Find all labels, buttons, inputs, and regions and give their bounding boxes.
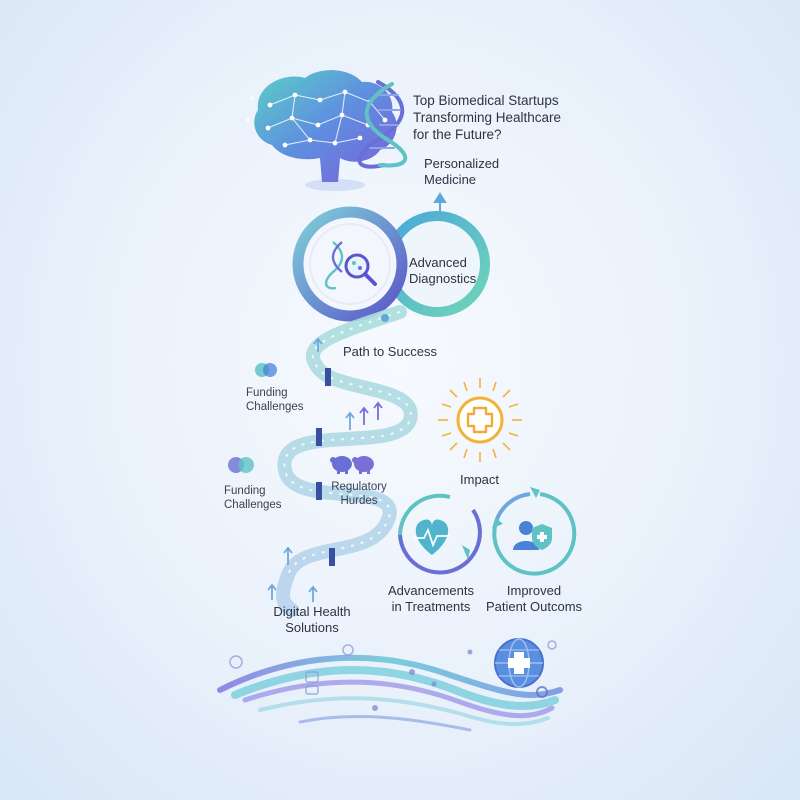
piggy-bank-icon	[352, 456, 374, 474]
heart-pulse-icon	[398, 493, 482, 575]
label-improved-patient-outcomes: Improved Patient Outcoms	[485, 583, 583, 614]
label-advancements-in-treatments: Advancements in Treatments	[388, 583, 474, 614]
label-digital-health: Digital Health Solutions	[273, 604, 351, 635]
venn-circles-icon	[255, 363, 277, 377]
venn-circles-icon	[228, 457, 254, 473]
label-regulatory-hurdes: Regulatory Hurdes	[331, 481, 387, 507]
milestone-markers	[316, 368, 335, 566]
label-personalized-medicine: Personalized Medicine	[424, 156, 500, 187]
patient-shield-icon	[492, 487, 577, 576]
label-funding-challenges-1: Funding Challenges	[246, 387, 304, 413]
label-advanced-diagnostics: Advanced Diagnostics	[409, 255, 477, 286]
arrow-up-icon	[267, 337, 383, 602]
label-path-to-success: Path to Success	[343, 344, 437, 359]
piggy-bank-icon	[330, 456, 352, 474]
label-funding-challenges-2: Funding Challenges	[224, 485, 282, 511]
globe-medical-icon	[494, 638, 544, 688]
data-waves	[217, 654, 563, 732]
magnifier-dna-icon	[325, 241, 377, 290]
tech-dots	[229, 640, 557, 711]
sun-medical-cross-icon	[438, 378, 522, 462]
dna-icon	[357, 80, 408, 169]
label-impact: Impact	[460, 472, 500, 487]
page-title: Top Biomedical Startups Transforming Hea…	[413, 93, 562, 142]
